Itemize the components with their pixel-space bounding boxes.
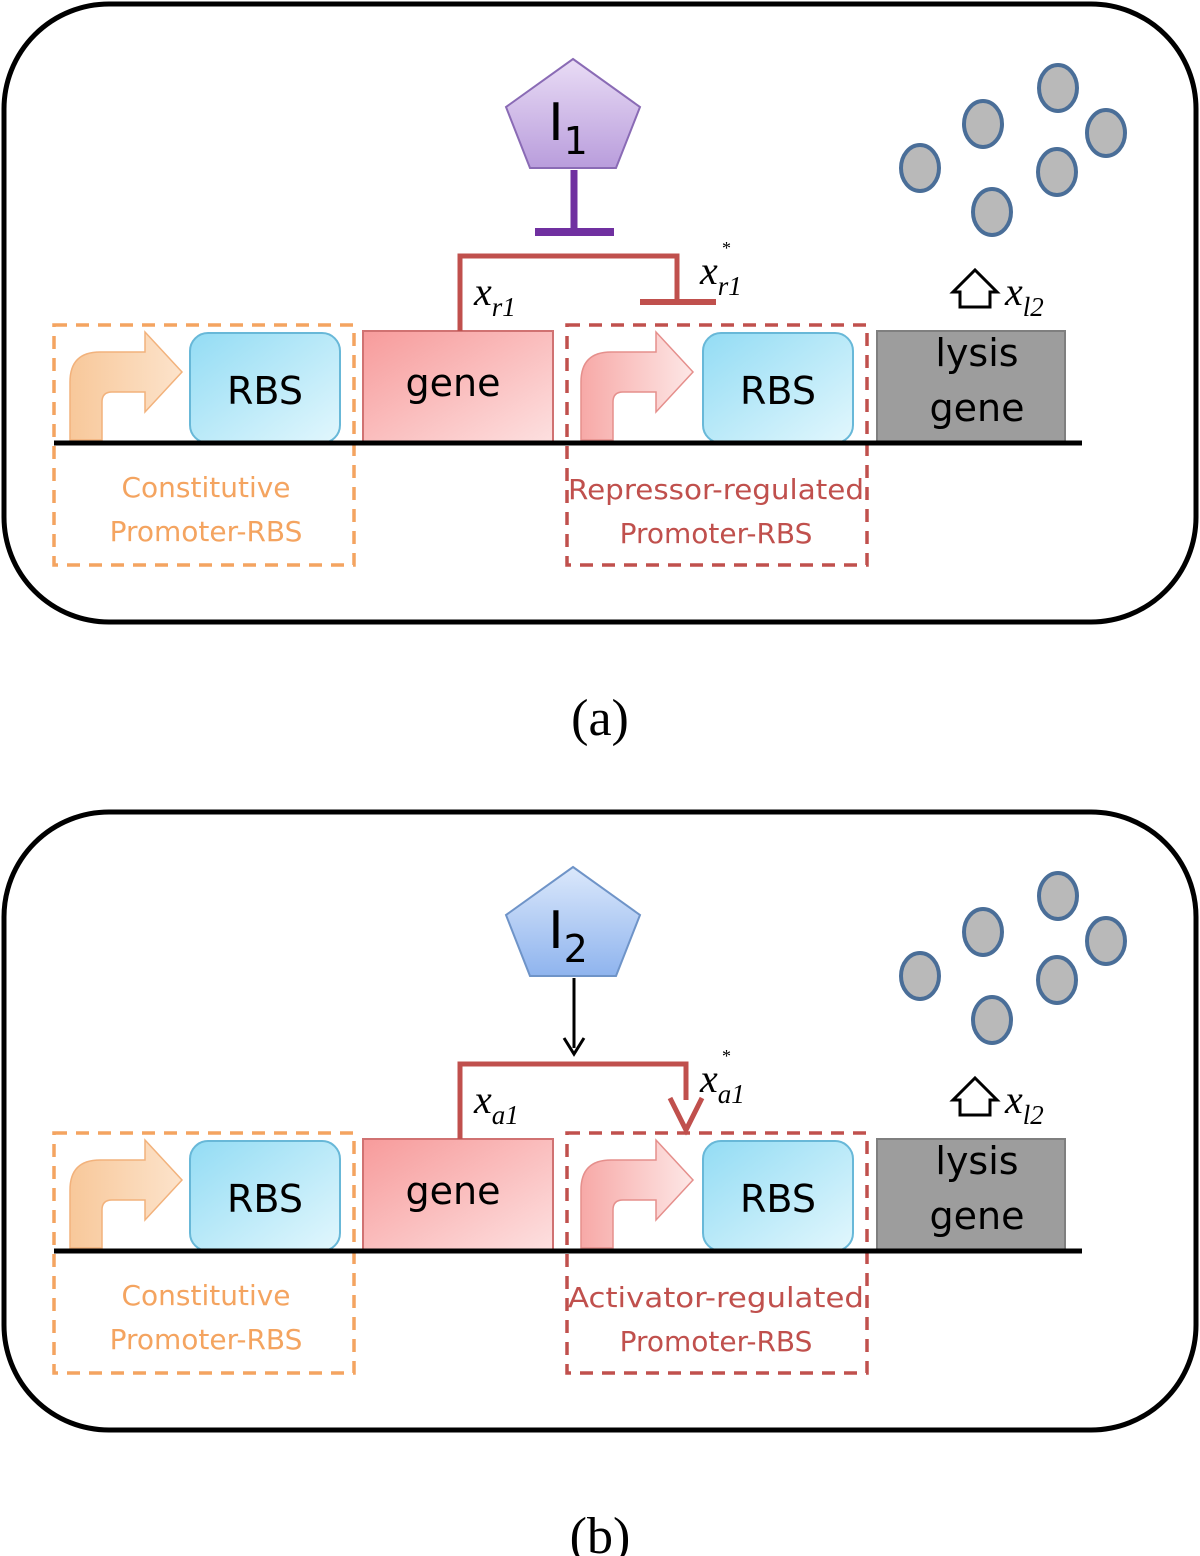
regulated-promoter-label-line-2: Promoter-RBS xyxy=(620,517,813,550)
constitutive-promoter-arrow xyxy=(69,330,184,441)
lysis-gene-label-line-1: lysis xyxy=(935,1139,1018,1183)
activation-arrowhead xyxy=(667,1096,705,1136)
regulation-link xyxy=(457,253,680,331)
lysis-gene-box xyxy=(876,330,1066,444)
regulated-promoter-label-line-1: Activator-regulated xyxy=(568,1281,864,1314)
constitutive-rbs-label: RBS xyxy=(227,369,303,413)
cell-outline xyxy=(1,809,1199,1433)
regulated-promoter-arrow xyxy=(580,1138,695,1249)
free-regulator-variable-asterisk: * xyxy=(722,238,731,258)
regulation-link xyxy=(457,1061,689,1139)
lysis-product-particle xyxy=(1036,955,1078,1005)
constitutive-promoter-label-line-1: Constitutive xyxy=(121,471,290,504)
panel-caption: (a) xyxy=(571,690,629,747)
constitutive-promoter-arrow xyxy=(69,1138,184,1249)
bound-regulator-variable: xa1 xyxy=(473,1077,519,1130)
regulated-promoter-arrow xyxy=(580,330,695,441)
inducer-activation-arrowhead xyxy=(562,1037,586,1057)
increase-arrow-icon xyxy=(949,1075,1001,1117)
lysis-product-particle xyxy=(1037,63,1079,113)
lysis-protein-variable: xl2 xyxy=(1004,1077,1044,1130)
lysis-product-particle xyxy=(1085,916,1127,966)
regulated-promoter-label-line-2: Promoter-RBS xyxy=(620,1325,813,1358)
inducer-pentagon xyxy=(504,865,642,977)
lysis-protein-variable: xl2 xyxy=(1004,269,1044,322)
increase-arrow-icon xyxy=(949,267,1001,309)
cell-outline xyxy=(1,1,1199,625)
inducer-label: I2 xyxy=(548,901,588,971)
free-regulator-variable: xr1 xyxy=(699,248,742,301)
lysis-product-particle xyxy=(971,995,1013,1045)
constitutive-promoter-label-line-1: Constitutive xyxy=(121,1279,290,1312)
bound-regulator-variable: xr1 xyxy=(473,269,516,322)
constitutive-promoter-label-line-2: Promoter-RBS xyxy=(110,1323,303,1356)
regulated-promoter-label-line-1: Repressor-regulated xyxy=(568,473,864,506)
regulator-gene-label: gene xyxy=(406,361,501,405)
inducer-pentagon xyxy=(504,57,642,169)
free-regulator-variable: xa1 xyxy=(699,1056,745,1109)
lysis-product-particle xyxy=(971,187,1013,237)
regulator-gene-label: gene xyxy=(406,1169,501,1213)
lysis-product-particle xyxy=(962,907,1004,957)
lysis-gene-label-line-2: gene xyxy=(930,1194,1025,1238)
regulator-gene-box xyxy=(362,330,554,444)
lysis-gene-label-line-2: gene xyxy=(930,386,1025,430)
lysis-product-particle xyxy=(1085,108,1127,158)
lysis-product-particle xyxy=(899,143,941,193)
lysis-product-particle xyxy=(962,99,1004,149)
inducer-label: I1 xyxy=(548,93,588,163)
lysis-product-particle xyxy=(899,951,941,1001)
lysis-product-particle xyxy=(1037,871,1079,921)
free-regulator-variable-asterisk: * xyxy=(722,1046,731,1066)
lysis-product-particle xyxy=(1036,147,1078,197)
regulated-rbs-label: RBS xyxy=(740,1177,816,1221)
constitutive-rbs-label: RBS xyxy=(227,1177,303,1221)
regulated-rbs-label: RBS xyxy=(740,369,816,413)
constitutive-promoter-label-line-2: Promoter-RBS xyxy=(110,515,303,548)
panel-caption: (b) xyxy=(570,1508,631,1556)
lysis-gene-label-line-1: lysis xyxy=(935,331,1018,375)
